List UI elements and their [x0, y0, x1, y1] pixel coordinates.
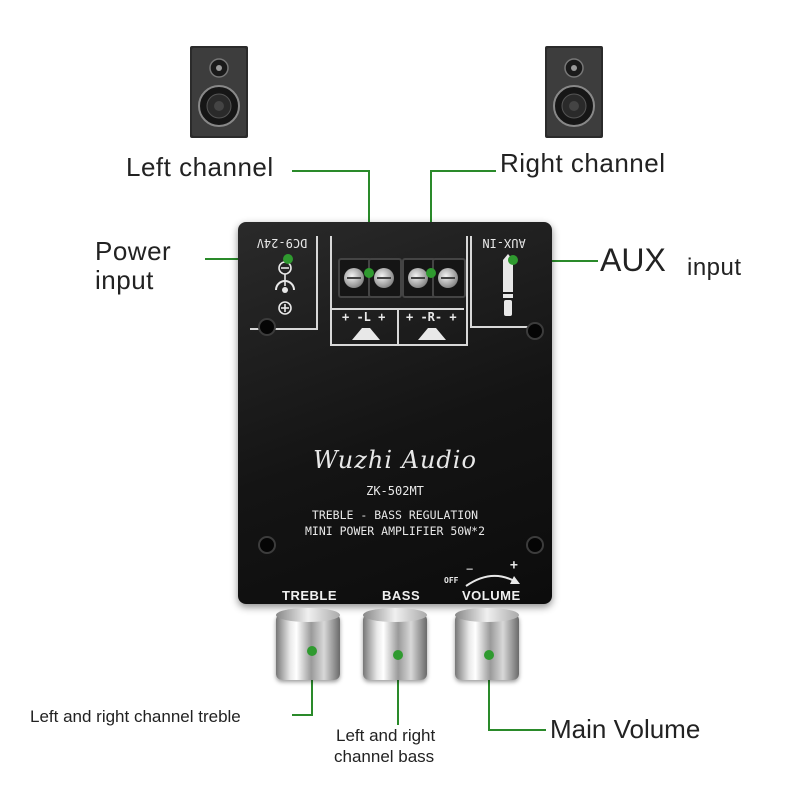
aux-in-label: AUX-IN: [482, 236, 526, 250]
volume-minus-label: −: [466, 562, 474, 576]
treble-knob-label: TREBLE: [282, 588, 337, 603]
power-input-dot: [283, 254, 293, 264]
power-spec-label: DC9-24V: [256, 236, 308, 250]
bass-callout-label-line2: channel bass: [334, 747, 435, 766]
mount-hole-top-right: [526, 322, 544, 340]
bass-knob[interactable]: [363, 608, 427, 680]
right-speaker-symbol-icon: [418, 328, 446, 340]
bass-callout-label-line1: Left and right: [336, 726, 436, 745]
terminal-mid-divider: [397, 308, 399, 344]
treble-leader-h: [292, 714, 312, 716]
volume-arc-icon: [465, 575, 520, 587]
bass-dot: [393, 650, 403, 660]
left-plus-terminal[interactable]: [338, 258, 372, 298]
model-number: ZK-502MT: [366, 484, 424, 498]
power-input-label-line2: input: [95, 265, 154, 295]
volume-off-label: OFF: [444, 576, 459, 585]
left-minus-terminal[interactable]: [368, 258, 402, 298]
right-channel-label: Right channel: [500, 148, 666, 178]
mount-hole-top-left: [258, 318, 276, 336]
power-input-label-line1: Power: [95, 236, 172, 266]
volume-leader-v: [488, 655, 490, 730]
left-channel-leader-h: [292, 170, 370, 172]
left-channel-dot: [364, 268, 374, 278]
left-channel-leader-v: [368, 170, 370, 272]
bass-leader-v: [397, 655, 399, 725]
right-minus-terminal[interactable]: [402, 258, 436, 298]
brand-logo: Wuzhi Audio: [313, 446, 477, 474]
amplifier-board: DC9-24V + -L + + -R- + AUX-IN Wuzhi Audi…: [238, 222, 552, 604]
mount-hole-bottom-right: [526, 536, 544, 554]
aux-input-label: input: [687, 254, 742, 281]
dc-jack-icon: [275, 261, 295, 315]
terminal-frame: [330, 236, 468, 346]
left-speaker-icon: [190, 46, 248, 138]
board-description-line2: MINI POWER AMPLIFIER 50W*2: [304, 524, 485, 538]
right-channel-leader-v: [430, 170, 432, 272]
right-channel-dot: [426, 268, 436, 278]
bass-knob-label: BASS: [382, 588, 421, 603]
board-description-line1: TREBLE - BASS REGULATION: [311, 508, 479, 522]
volume-knob[interactable]: [455, 608, 519, 680]
treble-callout-label: Left and right channel treble: [30, 707, 241, 726]
volume-knob-label: VOLUME: [462, 588, 521, 603]
left-speaker-symbol-icon: [352, 328, 380, 340]
aux-frame: [470, 236, 540, 328]
mount-hole-bottom-left: [258, 536, 276, 554]
left-terminal-label: + -L +: [342, 310, 386, 324]
right-channel-leader-h: [430, 170, 496, 172]
right-plus-terminal[interactable]: [432, 258, 466, 298]
aux-label: AUX: [600, 242, 666, 278]
aux-input-dot: [508, 255, 518, 265]
volume-callout-label: Main Volume: [550, 714, 701, 744]
left-channel-label: Left channel: [126, 152, 274, 182]
treble-dot: [307, 646, 317, 656]
volume-dot: [484, 650, 494, 660]
volume-leader-h: [488, 729, 546, 731]
aux-input-leader: [512, 260, 598, 262]
right-speaker-icon: [545, 46, 603, 138]
power-frame: [250, 236, 318, 330]
treble-leader-v: [311, 651, 313, 716]
volume-plus-label: +: [510, 558, 518, 573]
right-terminal-label: + -R- +: [406, 310, 457, 324]
